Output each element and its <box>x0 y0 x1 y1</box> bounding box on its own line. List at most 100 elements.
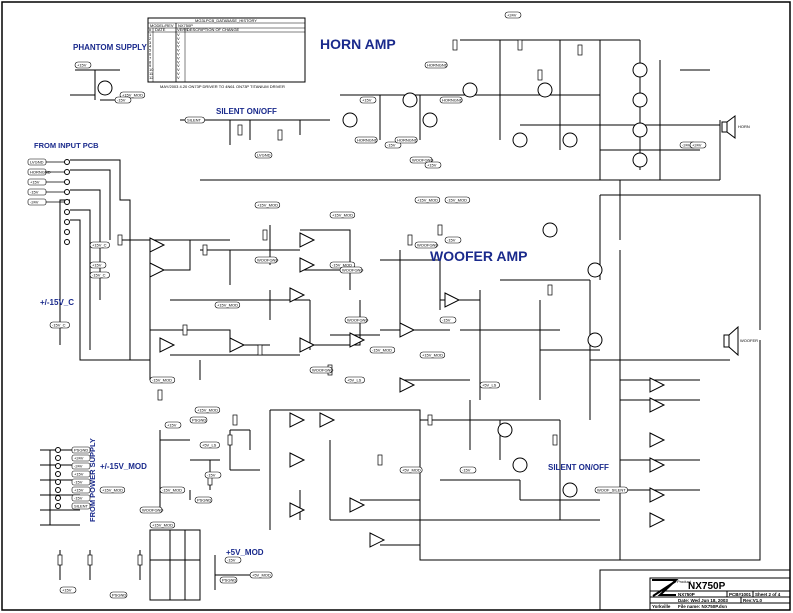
net-label: +5V_LS <box>479 381 500 389</box>
input-connector-pin: HORNGND <box>27 168 70 176</box>
svg-text:+15V_MOD: +15V_MOD <box>102 488 123 493</box>
op-amp-icon <box>149 262 166 278</box>
svg-text:+24V: +24V <box>74 456 84 461</box>
svg-text:-15V: -15V <box>74 496 83 501</box>
revision-row-number: 12 <box>149 75 154 80</box>
transistor-icon <box>512 457 528 473</box>
revision-row-vers: V <box>177 52 180 57</box>
input-connector-pin <box>64 239 70 245</box>
from-power-supply-heading: FROM POWER SUPPLY <box>88 438 97 522</box>
revision-row-vers: V <box>177 59 180 64</box>
transistor-icon <box>542 222 558 238</box>
svg-text:+5V_LS: +5V_LS <box>347 378 362 383</box>
input-connector-pin <box>64 219 70 225</box>
net-label: HORNGND <box>439 96 463 104</box>
svg-text:-15V_MOD: -15V_MOD <box>162 488 182 493</box>
resistor-icon <box>237 124 243 136</box>
revision-row-number: 8 <box>149 59 152 64</box>
svg-text:WOOFGND: WOOFGND <box>342 268 363 273</box>
op-amp-icon <box>319 412 336 428</box>
svg-text:-24V: -24V <box>74 464 83 469</box>
svg-text:PSGND: PSGND <box>74 448 88 453</box>
op-amp-icon <box>299 257 316 273</box>
pm15v-mod-heading: +/-15V_MOD <box>100 462 147 471</box>
svg-text:-15V: -15V <box>387 143 396 148</box>
net-label: WOOFGND <box>139 506 163 514</box>
transistor-icon <box>632 62 648 78</box>
net-label: +15V <box>89 261 107 269</box>
op-amp-icon <box>149 237 166 253</box>
op-amp-icon <box>649 432 666 448</box>
svg-text:WOOF_SILENT: WOOF_SILENT <box>597 488 626 493</box>
net-label: -15V_MOD <box>369 346 396 354</box>
transistor-icon <box>462 82 478 98</box>
op-amp-icon <box>289 412 306 428</box>
svg-text:SILENT: SILENT <box>187 118 202 123</box>
svg-text:+15V_C: +15V_C <box>92 243 107 248</box>
net-label: +15V_MOD <box>329 211 356 219</box>
pm15v-c-heading: +/-15V_C <box>40 298 74 307</box>
net-label: +15V <box>424 161 442 169</box>
input-connector-pin: -24V <box>27 198 70 206</box>
svg-text:+15V: +15V <box>62 588 72 593</box>
op-amp-icon <box>444 292 461 308</box>
op-amp-icon <box>649 457 666 473</box>
svg-text:-15V: -15V <box>447 238 456 243</box>
resistor-icon <box>577 44 583 56</box>
svg-text:-15V: -15V <box>462 468 471 473</box>
revision-row-number: 4 <box>149 44 152 49</box>
op-amp-icon <box>289 287 306 303</box>
svg-text:+15V_MOD: +15V_MOD <box>257 203 278 208</box>
product-name: NX750P <box>688 581 726 592</box>
op-amp-icon <box>159 337 176 353</box>
woofer-speaker-icon: WOOFER <box>723 325 758 357</box>
net-label: +15V_MOD <box>254 201 281 209</box>
woofer-label: WOOFER <box>740 338 758 343</box>
revision-row-number: 11 <box>149 71 154 76</box>
transistor-icon <box>632 152 648 168</box>
svg-text:+15V: +15V <box>362 98 372 103</box>
svg-text:+15V_MOD: +15V_MOD <box>152 523 173 528</box>
phantom-supply-heading: PHANTOM SUPPLY <box>73 43 147 52</box>
net-label: WOOF_SILENT <box>594 486 628 494</box>
net-label: +15V <box>59 586 77 594</box>
wires <box>40 39 761 601</box>
product-label: Product <box>677 579 692 584</box>
power-connector-pin: -15V <box>55 494 91 502</box>
transistor-icon <box>97 80 113 96</box>
revision-row-number: 3 <box>149 40 152 45</box>
resistor-icon <box>452 39 458 51</box>
resistor-icon <box>57 554 63 566</box>
silent-onoff-heading-bottom: SILENT ON/OFF <box>548 463 609 472</box>
svg-text:+15V: +15V <box>92 263 102 268</box>
net-label: +15V_MOD <box>119 91 146 99</box>
input-connector-pin: +15V <box>27 178 70 186</box>
svg-text:+24V: +24V <box>507 13 517 18</box>
net-label: +15V_MOD <box>419 351 446 359</box>
transistor-icon <box>422 112 438 128</box>
svg-text:+15V: +15V <box>74 472 84 477</box>
revision-row-number: 9 <box>149 63 152 68</box>
resistor-icon <box>262 229 268 241</box>
revision-history-table: MG3LPCB_DATABASE_HISTORY MODEL/REV NX750… <box>147 17 306 89</box>
net-label: +24V <box>689 141 707 149</box>
transistor-icon <box>512 132 528 148</box>
net-label: -15V_C <box>89 271 110 279</box>
svg-text:WOOFGND: WOOFGND <box>412 158 433 163</box>
input-connector-pin <box>64 209 70 215</box>
resistor-icon <box>547 284 553 296</box>
from-input-pcb-heading: FROM INPUT PCB <box>34 141 99 150</box>
resistor-icon <box>377 454 383 466</box>
svg-text:HORNGND: HORNGND <box>30 170 51 175</box>
net-label: SILENT <box>184 116 205 124</box>
svg-text:-15V_MOD: -15V_MOD <box>332 263 352 268</box>
net-label: WOOFGND <box>344 316 368 324</box>
transistor-icon <box>587 262 603 278</box>
svg-text:WOOFGND: WOOFGND <box>347 318 368 323</box>
svg-text:-15V: -15V <box>442 318 451 323</box>
svg-text:-15V_C: -15V_C <box>52 323 66 328</box>
revision-row-vers: V <box>177 63 180 68</box>
resistor-icon <box>427 414 433 426</box>
